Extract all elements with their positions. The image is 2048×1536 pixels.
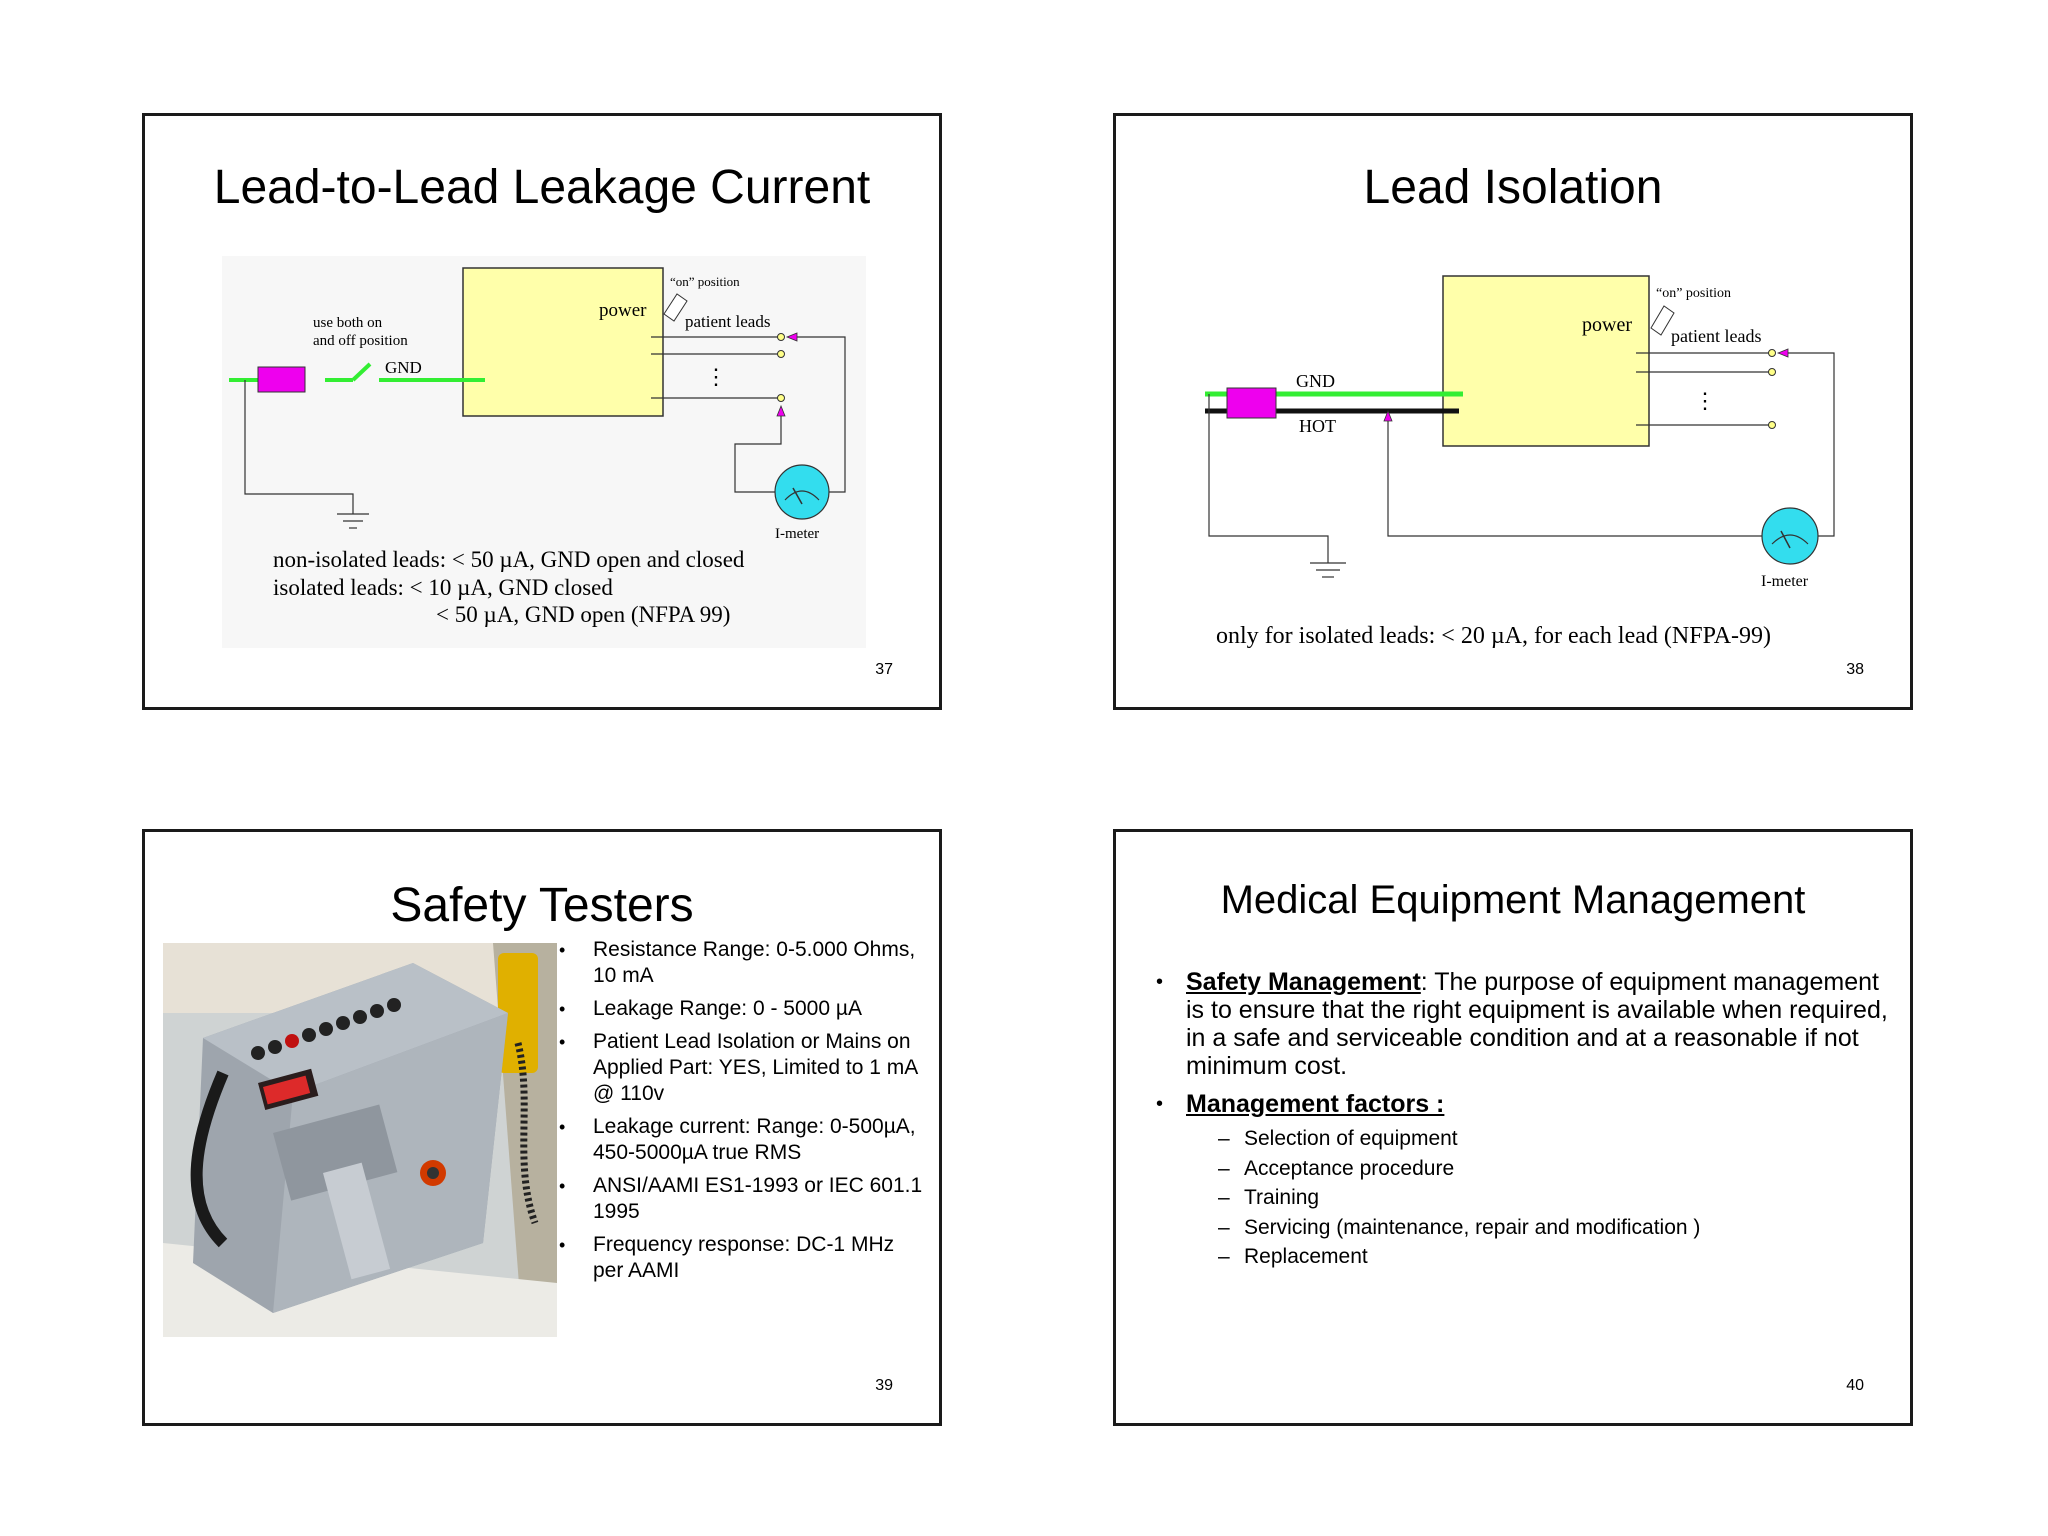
label-patient-leads: patient leads (1671, 326, 1761, 346)
slide-number: 39 (875, 1377, 893, 1394)
list-item: Leakage current: Range: 0-500µA, 450-500… (557, 1114, 927, 1166)
management-factors-list: Selection of equipment Acceptance proced… (1218, 1124, 1894, 1272)
label-power: power (1582, 314, 1632, 336)
gnd-switch (351, 362, 372, 382)
i-meter (1761, 507, 1819, 565)
slide-title: Lead Isolation (1363, 161, 1663, 214)
slide-number: 40 (1846, 1377, 1864, 1394)
slide-number: 37 (875, 661, 893, 678)
safety-tester-photo (163, 943, 557, 1337)
label-i-meter: I-meter (1761, 573, 1809, 590)
slide-number: 38 (1846, 661, 1864, 678)
list-item: Training (1218, 1183, 1894, 1213)
power-switch (1650, 305, 1675, 336)
list-item: Acceptance procedure (1218, 1154, 1894, 1184)
label-i-meter: I-meter (775, 526, 819, 542)
safety-management-text: : The purpose of equipment management is… (1186, 968, 1888, 1080)
management-content: Safety Management: The purpose of equipm… (1154, 968, 1894, 1282)
probe-arrow (1776, 348, 1789, 358)
power-switch (663, 293, 688, 322)
slide-40: Medical Equipment Management Safety Mana… (1113, 829, 1913, 1426)
leakage-diagram: ⋮ use both on and off position GND power… (222, 256, 866, 648)
lead-terminal (777, 333, 785, 341)
meter-dial (784, 490, 820, 501)
fuse (1226, 387, 1277, 419)
lead-ellipsis: ⋮ (1694, 388, 1716, 413)
isolation-diagram: ⋮ GND HOT power “on” position patient le… (1205, 275, 1835, 649)
meter-needle (1780, 530, 1791, 549)
list-item: Patient Lead Isolation or Mains on Appli… (557, 1029, 927, 1107)
meter-wire (1387, 421, 1762, 537)
ground-path (1208, 394, 1329, 563)
ground-path (244, 380, 354, 514)
list-item: Frequency response: DC-1 MHz per AAMI (557, 1232, 927, 1284)
safety-management-item: Safety Management: The purpose of equipm… (1154, 968, 1894, 1080)
slide-38: Lead Isolation ⋮ GND HOT power “on” posi (1113, 113, 1913, 710)
lead-terminal (1768, 349, 1776, 357)
meter-wire (734, 416, 782, 493)
fuse (257, 366, 306, 393)
label-hot: HOT (1299, 416, 1336, 436)
device-box (1442, 275, 1650, 447)
label-gnd: GND (385, 358, 422, 377)
lead-terminal (777, 350, 785, 358)
lead-ellipsis: ⋮ (705, 364, 727, 389)
safety-management-heading: Safety Management (1186, 968, 1421, 996)
slide-37: Lead-to-Lead Leakage Current ⋮ u (142, 113, 942, 710)
note-line: non-isolated leads: < 50 µA, GND open an… (273, 547, 745, 572)
label-on-position: “on” position (670, 274, 740, 289)
meter-wire (1788, 352, 1835, 537)
slide-title: Safety Testers (390, 879, 694, 932)
label-patient-leads: patient leads (685, 312, 770, 331)
lead-terminal (777, 394, 785, 402)
meter-needle (792, 487, 803, 505)
list-item: Replacement (1218, 1242, 1894, 1272)
slide-39: Safety Testers (142, 829, 942, 1426)
management-factors-item: Management factors : Selection of equipm… (1154, 1090, 1894, 1272)
label-power: power (599, 300, 647, 321)
label-on-position: “on” position (1656, 286, 1731, 301)
label-and-off: and off position (313, 333, 408, 349)
i-meter (774, 464, 830, 520)
slide-title: Medical Equipment Management (1220, 878, 1806, 922)
label-gnd: GND (1296, 371, 1335, 391)
list-item: Selection of equipment (1218, 1124, 1894, 1154)
list-item: ANSI/AAMI ES1-1993 or IEC 601.1 1995 (557, 1173, 927, 1225)
list-item: Leakage Range: 0 - 5000 µA (557, 996, 927, 1022)
management-factors-heading: Management factors : (1186, 1090, 1445, 1118)
slide-title: Lead-to-Lead Leakage Current (213, 161, 871, 214)
device-box (462, 267, 664, 417)
note-line: isolated leads: < 10 µA, GND closed (273, 575, 613, 600)
lead-terminal (1768, 368, 1776, 376)
note-line: only for isolated leads: < 20 µA, for ea… (1216, 623, 1771, 649)
tester-specs-list: Resistance Range: 0-5.000 Ohms, 10 mA Le… (557, 937, 927, 1291)
label-use-both: use both on (313, 315, 383, 331)
note-line: < 50 µA, GND open (NFPA 99) (436, 602, 730, 627)
lead-terminal (1768, 421, 1776, 429)
safety-tester-illustration (163, 943, 557, 1337)
meter-dial (1771, 534, 1809, 545)
list-item: Resistance Range: 0-5.000 Ohms, 10 mA (557, 937, 927, 989)
list-item: Servicing (maintenance, repair and modif… (1218, 1213, 1894, 1243)
meter-wire (797, 336, 846, 493)
